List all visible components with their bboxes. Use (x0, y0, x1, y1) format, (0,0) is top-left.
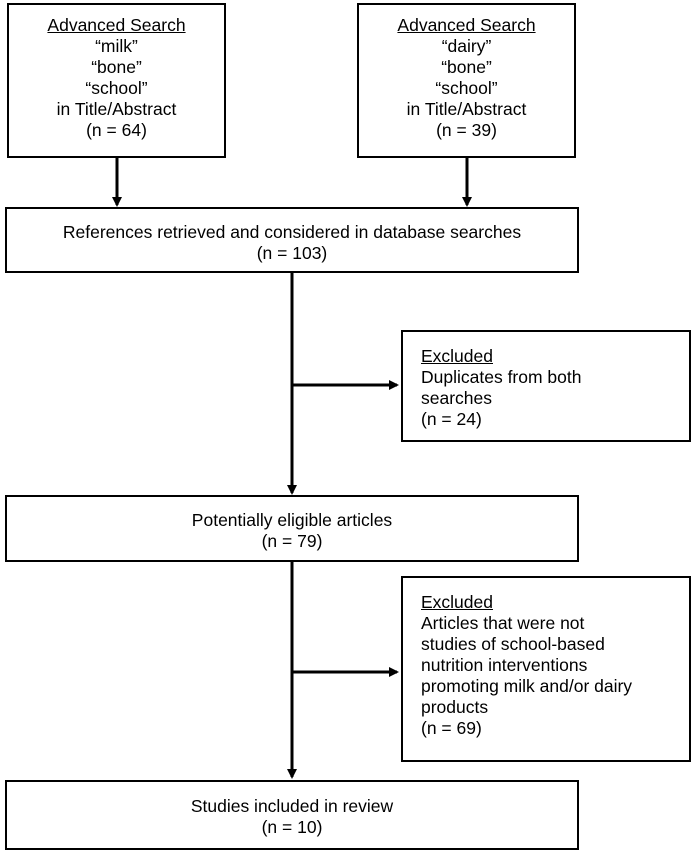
excluded-duplicates-box: Excluded Duplicates from both searches (… (401, 330, 691, 442)
retrieved-count: (n = 103) (256, 243, 328, 263)
included-box: Studies included in review (n = 10) (5, 780, 579, 850)
excluded-duplicates-count: (n = 24) (421, 409, 482, 429)
excluded-not-relevant-line: products (421, 697, 489, 717)
search-dairy-box: Advanced Search “dairy” “bone” “school” … (357, 3, 576, 158)
search-milk-box: Advanced Search “milk” “bone” “school” i… (7, 3, 226, 158)
eligible-count: (n = 79) (261, 531, 323, 551)
search-dairy-term: “bone” (441, 57, 492, 77)
excluded-duplicates-line: Duplicates from both (421, 367, 582, 387)
excluded-duplicates-line: searches (421, 388, 493, 408)
search-dairy-term: “dairy” (441, 36, 492, 56)
search-milk-term: “school” (85, 78, 148, 98)
search-dairy-heading: Advanced Search (397, 15, 536, 35)
excluded-not-relevant-line: nutrition interventions (421, 655, 588, 675)
excluded-not-relevant-line: studies of school-based (421, 634, 605, 654)
search-dairy-field: in Title/Abstract (406, 99, 527, 119)
excluded-not-relevant-line: promoting milk and/or dairy (421, 676, 633, 696)
included-text: Studies included in review (190, 796, 394, 816)
excluded-not-relevant-heading: Excluded (421, 592, 493, 612)
search-milk-field: in Title/Abstract (56, 99, 177, 119)
search-milk-heading: Advanced Search (47, 15, 186, 35)
search-milk-term: “milk” (95, 36, 138, 56)
search-milk-term: “bone” (91, 57, 142, 77)
excluded-duplicates-heading: Excluded (421, 346, 493, 366)
search-milk-count: (n = 64) (86, 120, 147, 140)
retrieved-box: References retrieved and considered in d… (5, 207, 579, 273)
excluded-not-relevant-box: Excluded Articles that were not studies … (401, 576, 691, 762)
retrieved-text: References retrieved and considered in d… (62, 222, 522, 242)
search-dairy-count: (n = 39) (436, 120, 497, 140)
excluded-not-relevant-count: (n = 69) (421, 718, 482, 738)
search-dairy-term: “school” (435, 78, 498, 98)
included-count: (n = 10) (261, 817, 323, 837)
eligible-text: Potentially eligible articles (191, 510, 393, 530)
excluded-not-relevant-line: Articles that were not (421, 613, 585, 633)
eligible-box: Potentially eligible articles (n = 79) (5, 495, 579, 562)
